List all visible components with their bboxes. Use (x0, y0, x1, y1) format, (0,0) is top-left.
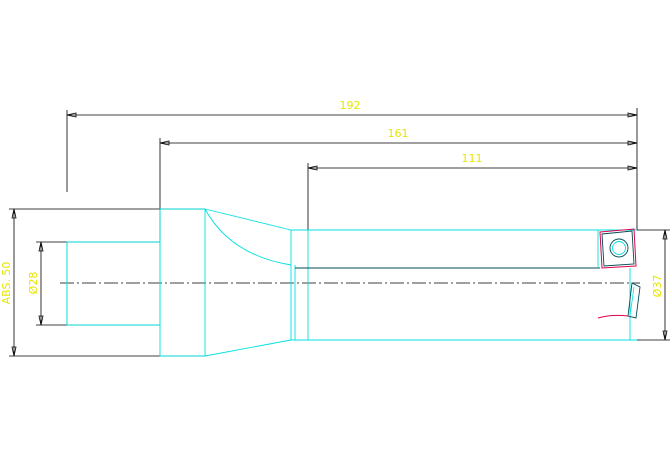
dim-d28 (36, 241, 160, 326)
lower-insert (597, 282, 641, 319)
flange (159, 208, 206, 357)
dim-161-label: 161 (388, 127, 409, 140)
dim-111-label: 111 (462, 152, 483, 165)
dim-abs50-label: ABS. 50 (0, 262, 13, 305)
dim-d37 (637, 229, 670, 341)
dim-192-label: 192 (340, 99, 361, 112)
dim-111 (307, 163, 638, 230)
dim-192 (66, 108, 638, 230)
dim-161 (159, 138, 638, 243)
shank (66, 241, 161, 326)
taper-transition (204, 208, 296, 357)
dim-d28-label: Ø28 (27, 272, 40, 295)
drill-body (291, 229, 637, 341)
cutting-insert (599, 228, 637, 269)
dim-d37-label: Ø37 (651, 275, 664, 298)
